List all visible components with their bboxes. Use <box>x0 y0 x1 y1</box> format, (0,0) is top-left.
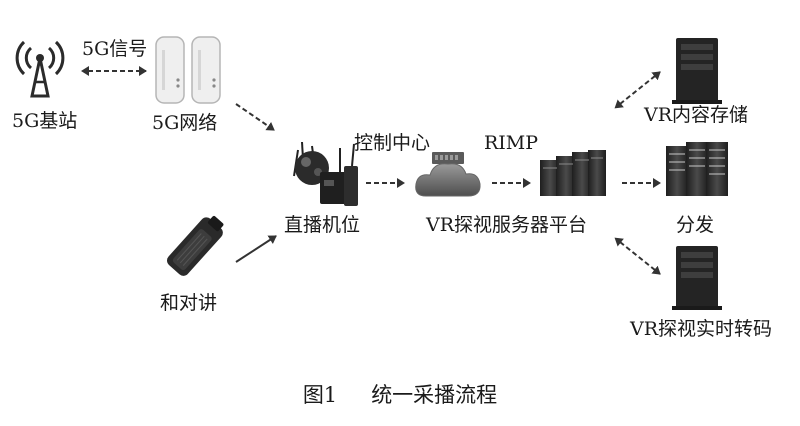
server-storage-arrow <box>614 71 661 109</box>
transcode-server-icon <box>672 246 722 310</box>
signal-label: 5G信号 <box>82 38 148 60</box>
server-platform-label: VR探视服务器平台 <box>426 214 588 236</box>
cloud-switch-icon <box>415 152 481 197</box>
server-transcode-arrow <box>614 237 661 275</box>
walkie-talkie-label: 和对讲 <box>160 292 218 314</box>
vr-camera-rig-icon <box>293 141 358 206</box>
talkie-to-camera-arrow <box>235 235 277 263</box>
cell-tower-icon <box>15 40 65 98</box>
network-to-camera-arrow <box>235 103 275 131</box>
network-label: 5G网络 <box>152 112 218 134</box>
server-cluster-icon <box>540 150 606 196</box>
distribution-label: 分发 <box>676 214 715 236</box>
figure-caption: 图1 统一采播流程 <box>0 382 800 408</box>
base-station-label: 5G基站 <box>12 110 78 132</box>
cpe-router-icon <box>155 36 221 104</box>
transcode-label: VR探视实时转码 <box>630 318 773 340</box>
figure-number: 图1 <box>302 383 338 407</box>
figure-title: 统一采播流程 <box>371 383 498 407</box>
storage-server-icon <box>672 38 722 104</box>
walkie-talkie-icon <box>166 215 224 276</box>
storage-label: VR内容存储 <box>644 104 749 126</box>
control-center-label: 控制中心 <box>354 132 431 154</box>
distribution-rack-icon <box>666 142 728 196</box>
rimp-label: RIMP <box>484 132 539 154</box>
live-position-label: 直播机位 <box>284 214 361 236</box>
